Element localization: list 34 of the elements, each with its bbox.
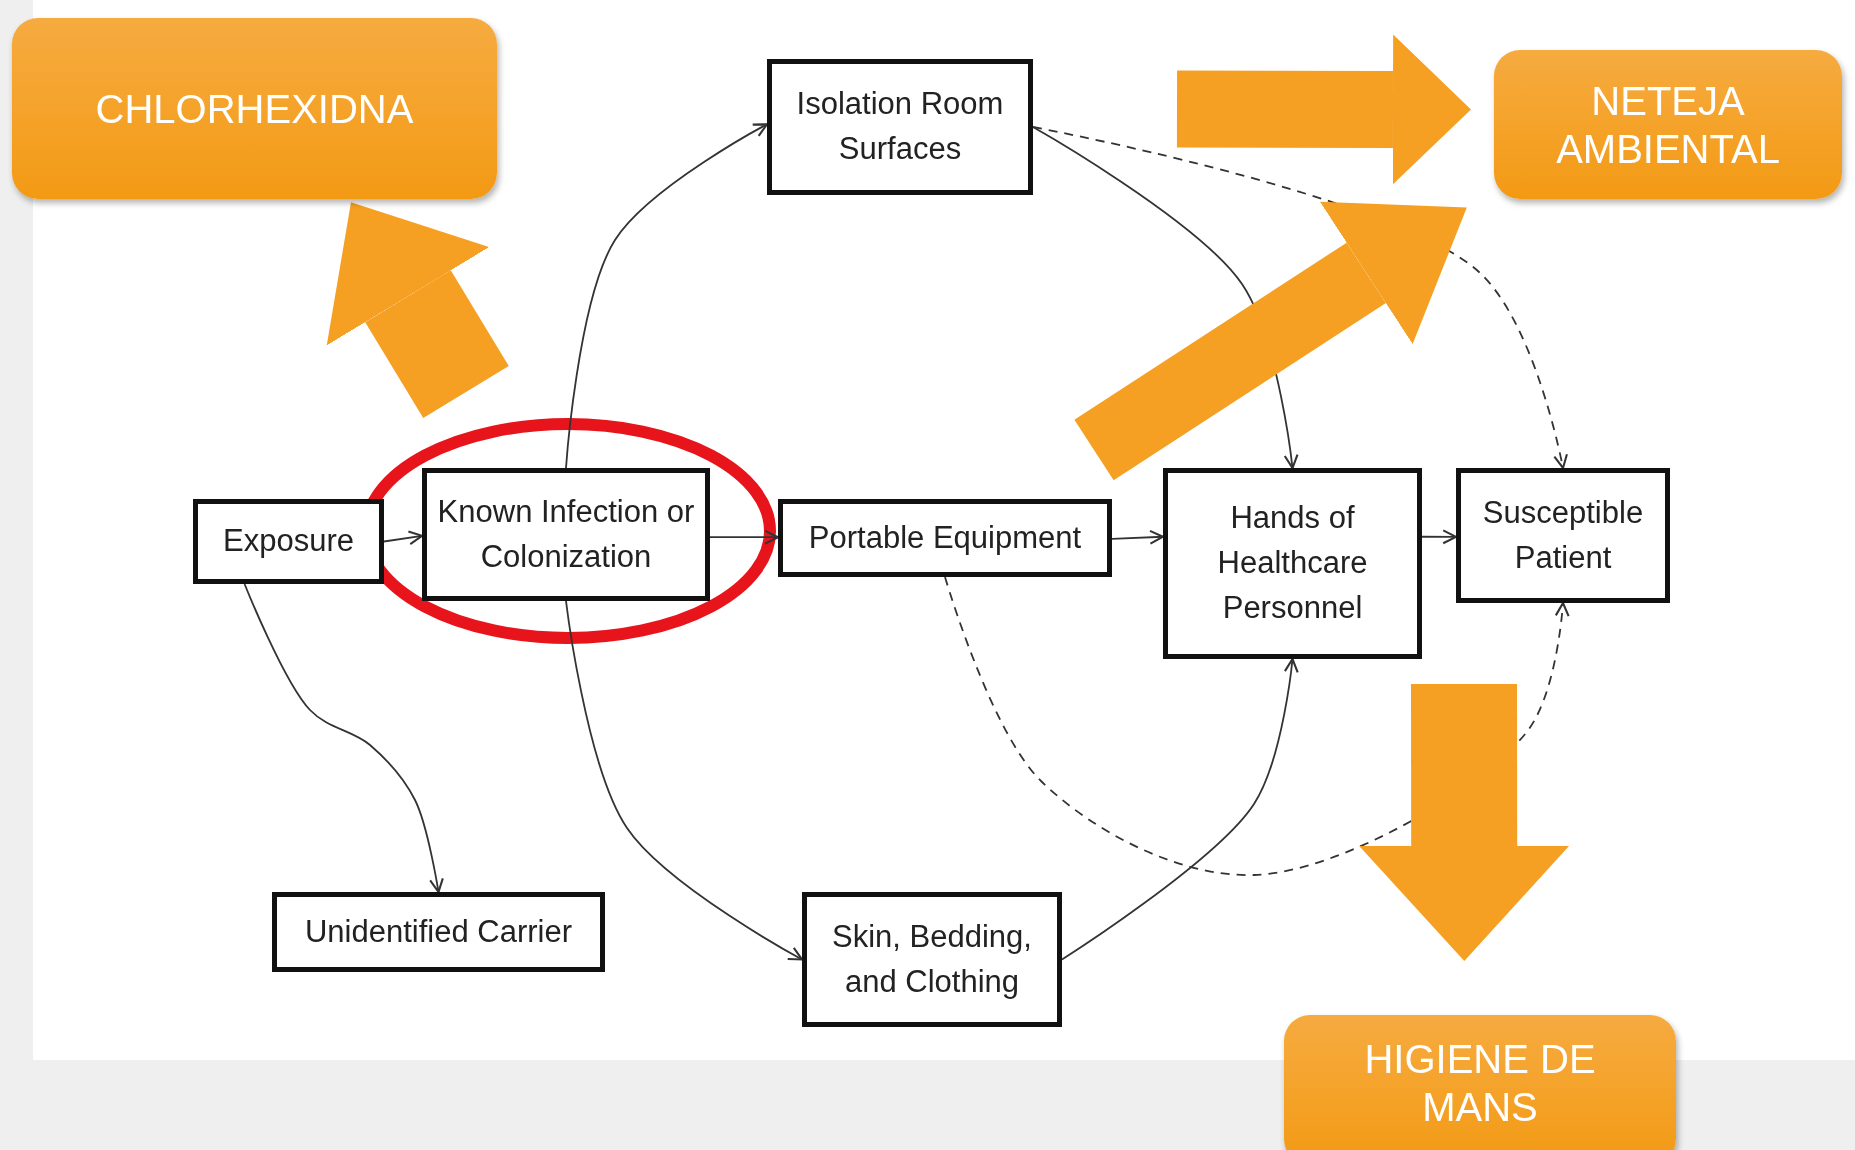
arrow — [565, 123, 769, 469]
box-label: CHLORHEXIDNA — [95, 85, 414, 133]
box-label: Skin, Bedding, and Clothing — [831, 917, 1033, 1001]
box-label: NETEJA AMBIENTAL — [1555, 77, 1781, 173]
process-box — [1456, 468, 1670, 603]
box-label: Susceptible Patient — [1481, 493, 1645, 577]
box-label: Isolation Room Surfaces — [795, 85, 1005, 168]
arrow — [1061, 657, 1299, 961]
process-box — [422, 468, 710, 601]
process-box — [802, 892, 1062, 1027]
arrow — [1111, 529, 1165, 545]
arrow — [383, 530, 424, 546]
arrow — [1421, 529, 1458, 545]
block-arrow — [1359, 684, 1570, 961]
arrow — [565, 600, 804, 961]
box-label: Exposure — [223, 522, 354, 561]
action-box — [12, 18, 497, 199]
arrow — [243, 583, 444, 894]
box-label: Unidentified Carrier — [304, 912, 573, 951]
block-arrow — [326, 202, 509, 418]
arrow — [709, 529, 780, 545]
process-box — [272, 892, 605, 972]
box-label: Portable Equipment — [808, 518, 1082, 557]
block-arrow — [1074, 201, 1467, 481]
action-box — [1284, 1015, 1676, 1150]
process-box — [193, 499, 384, 584]
block-arrow — [1176, 34, 1471, 185]
box-label: Hands of Healthcare Personnel — [1216, 499, 1369, 627]
process-box — [1163, 468, 1422, 659]
process-box — [778, 499, 1112, 577]
action-box — [1494, 50, 1842, 199]
process-box — [767, 59, 1033, 195]
box-label: Known Infection or Colonization — [436, 492, 696, 576]
box-label: HIGIENE DE MANS — [1363, 1036, 1597, 1131]
